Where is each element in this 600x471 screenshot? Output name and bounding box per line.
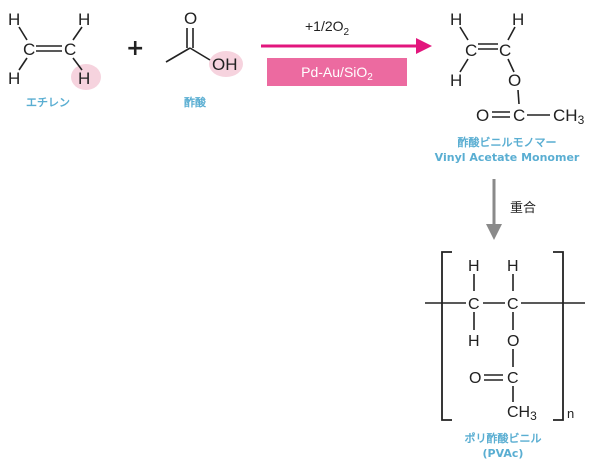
- pvac-atom-o-carbonyl: O: [469, 370, 481, 387]
- pvac-atom-c1: C: [468, 296, 480, 313]
- vam-atom-c1: C: [465, 41, 477, 60]
- ethylene-h-highlight: [71, 64, 101, 90]
- vam-caption-jp: 酢酸ビニルモノマー: [458, 135, 557, 149]
- vam-bond-o-c3: [517, 89, 520, 105]
- ethylene-atom-h1: H: [8, 10, 20, 29]
- vam-atom-h2: H: [512, 10, 524, 29]
- vam-bond-c2-o: [507, 58, 515, 73]
- acetic-acid-atom-oh: OH: [212, 55, 238, 74]
- ethylene-bond-c2-h4: [72, 57, 83, 71]
- pvac-structure: n H H C C H O O C CH3 ポリ酢酸ビニル (PVAc): [425, 251, 585, 460]
- reaction-arrow: +1/2O2 Pd-Au/SiO2: [261, 18, 432, 86]
- pvac-subscript-n: n: [567, 406, 574, 421]
- ethylene-caption: エチレン: [26, 96, 70, 109]
- vam-atom-ch3: CH3: [553, 106, 585, 127]
- vam-bond-c1-h3: [459, 58, 469, 73]
- acetic-acid-structure: O OH 酢酸: [165, 9, 243, 109]
- pvac-atom-ch3: CH3: [507, 404, 537, 423]
- polymerization-arrowhead: [486, 224, 502, 240]
- polymerization-label: 重合: [510, 200, 536, 216]
- vam-atom-h1: H: [450, 10, 462, 29]
- pvac-caption-en: (PVAc): [483, 447, 524, 460]
- polymerization-arrow: 重合: [486, 179, 536, 240]
- vam-bond-c1-h1: [459, 26, 469, 41]
- reaction-arrowhead: [416, 38, 432, 54]
- plus-sign: +: [126, 36, 144, 61]
- pvac-atom-h-top2: H: [507, 258, 519, 275]
- vam-atom-o-ester: O: [508, 71, 521, 90]
- catalyst-box: [267, 58, 407, 86]
- catalyst-label: Pd-Au/SiO2: [301, 64, 373, 83]
- ethylene-atom-h3: H: [8, 69, 20, 88]
- vam-atom-c2: C: [499, 41, 511, 60]
- pvac-atom-h-top1: H: [468, 258, 480, 275]
- vam-caption-en: Vinyl Acetate Monomer: [435, 151, 580, 164]
- pvac-atom-c3: C: [507, 370, 519, 387]
- vam-atom-o-carbonyl: O: [476, 106, 489, 125]
- acetic-acid-caption: 酢酸: [184, 95, 207, 109]
- acetic-acid-oh-highlight: [209, 51, 243, 77]
- pvac-caption-jp: ポリ酢酸ビニル: [465, 431, 542, 445]
- ethylene-bond-c1-h3: [18, 57, 28, 71]
- acetic-acid-bond-methyl: [165, 47, 191, 63]
- pvac-left-bracket: [441, 251, 452, 421]
- acetic-acid-atom-o: O: [184, 9, 197, 28]
- vam-atom-c3: C: [513, 106, 525, 125]
- pvac-atom-h-bot: H: [468, 333, 480, 350]
- ethylene-atom-h2: H: [78, 10, 90, 29]
- ethylene-bond-c1-h1: [18, 26, 28, 41]
- vinyl-acetate-structure: H H C C H O O C CH3 酢酸ビニルモノマー Vinyl Acet…: [435, 10, 585, 164]
- pvac-atom-c2: C: [507, 296, 519, 313]
- ethylene-bond-c2-h2: [72, 26, 83, 41]
- ethylene-atom-c1: C: [23, 40, 35, 59]
- vam-atom-h3: H: [450, 71, 462, 90]
- reaction-condition: +1/2O2: [305, 18, 350, 38]
- acetic-acid-bond-oh: [189, 47, 211, 61]
- pvac-right-bracket: [553, 251, 564, 421]
- ethylene-atom-c2: C: [64, 40, 76, 59]
- vam-bond-c2-h2: [507, 26, 516, 41]
- pvac-atom-o-ester: O: [507, 333, 519, 350]
- ethylene-structure: H H C C H H エチレン: [8, 10, 101, 109]
- ethylene-atom-h4: H: [78, 69, 90, 88]
